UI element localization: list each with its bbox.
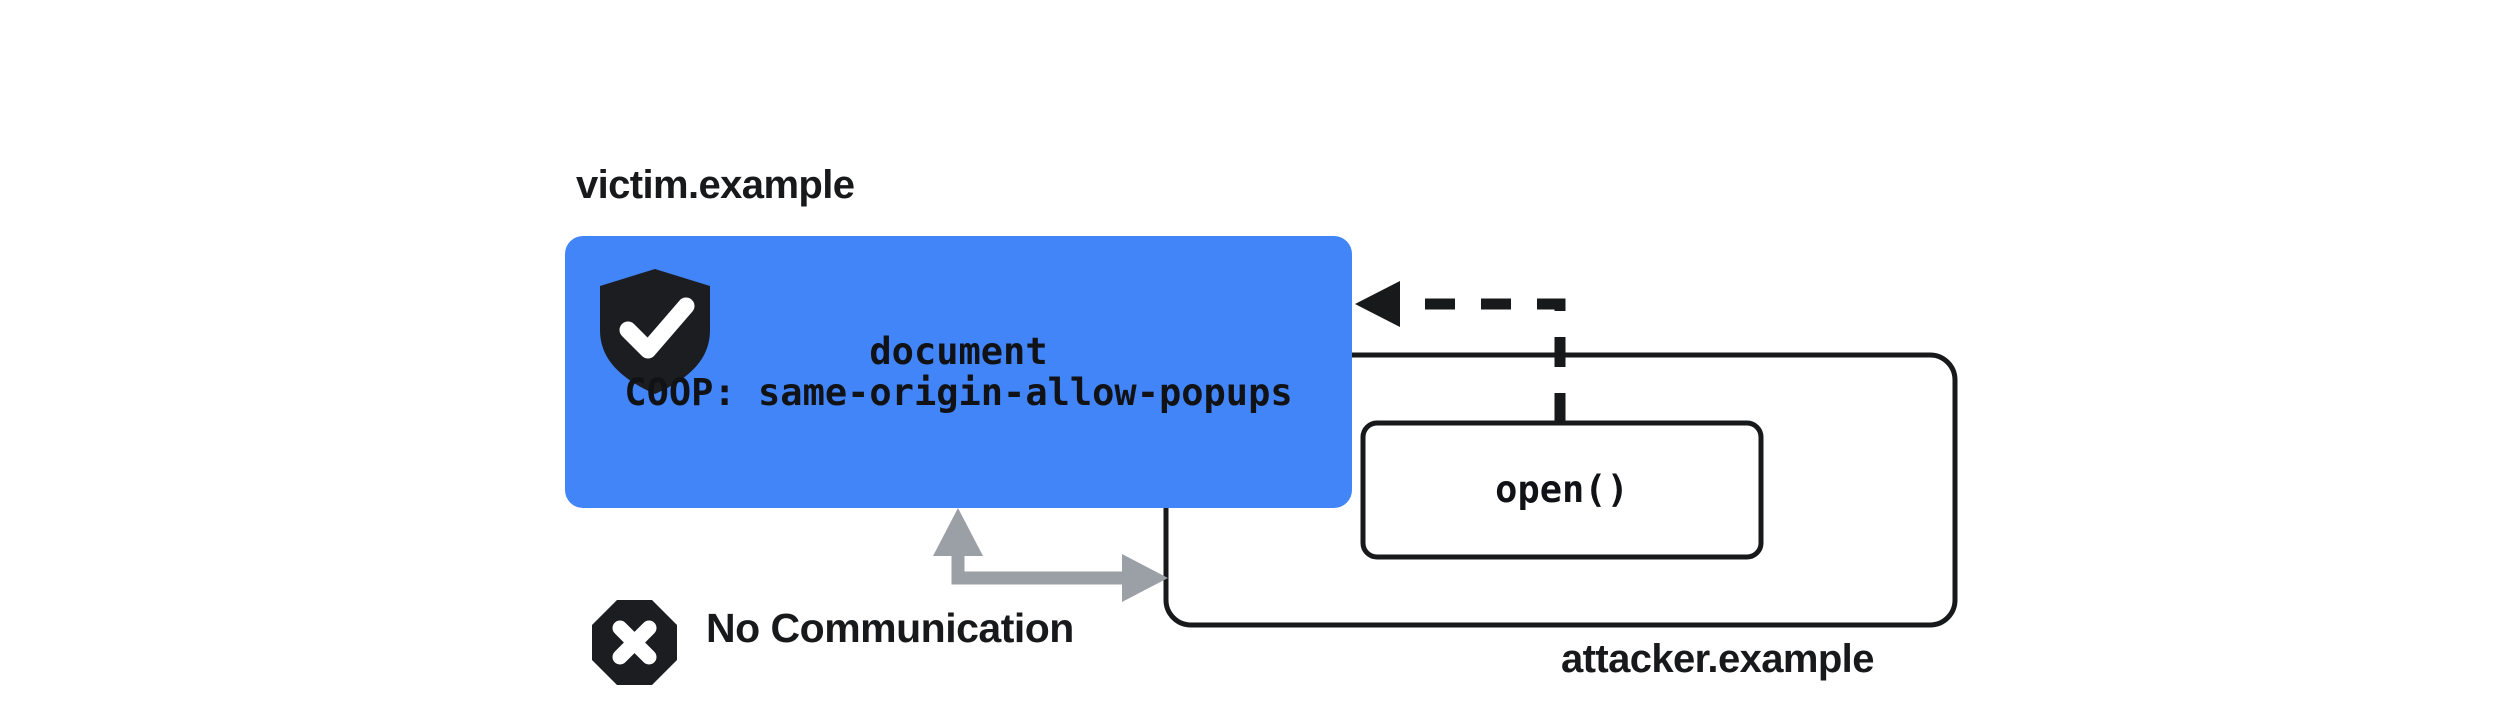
shield-check-icon	[600, 269, 710, 394]
victim-document-label: document	[869, 330, 1048, 373]
coop-header-value: COOP: same-origin-allow-popups	[624, 371, 1293, 414]
victim-frame-label: victim.example	[576, 163, 855, 207]
no-communication-arrow	[933, 508, 1168, 602]
attacker-frame-outline	[1163, 352, 1958, 628]
octagon-x-icon	[592, 600, 677, 685]
victim-frame-box	[565, 236, 1352, 508]
open-dashed-arrow	[1355, 281, 1566, 423]
open-call-label: open()	[1495, 468, 1629, 511]
attacker-frame-label: attacker.example	[1561, 637, 1874, 681]
no-communication-label: No Communication	[706, 605, 1074, 651]
